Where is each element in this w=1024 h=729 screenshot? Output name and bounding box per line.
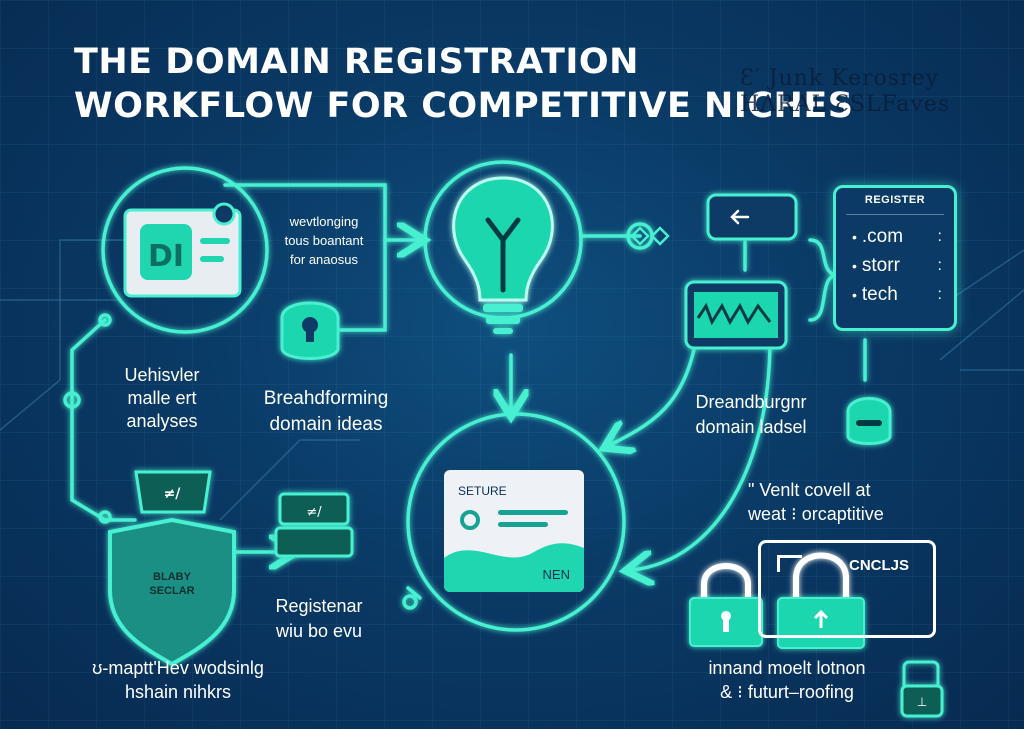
register-panel: REGISTER .com storr tech : : : bbox=[833, 185, 957, 331]
future-label-2: & ⁝ futurt–roofing bbox=[720, 682, 854, 702]
monitor-icon: DI bbox=[123, 202, 242, 298]
svg-text:DI: DI bbox=[148, 239, 184, 274]
cnclis-label: CNCLJS bbox=[849, 557, 910, 574]
secure-card: SETURE NEN bbox=[444, 470, 584, 592]
shield-text-1: BLABY bbox=[153, 571, 191, 583]
shield-label-2: hshain nihkrs bbox=[124, 682, 232, 702]
chart-corner-icon bbox=[777, 555, 802, 572]
shield-text: BLABY SECLAR bbox=[130, 570, 214, 598]
market-label-1: Uehisvler bbox=[124, 365, 200, 385]
title-line-2: WORKFLOW FOR COMPETITIVE NICHES bbox=[74, 86, 854, 126]
future-label-1: innand moelt lotnon bbox=[708, 658, 866, 678]
register-divider bbox=[846, 214, 944, 215]
brainstorm-frame-text: wevtlonging tous boantant for anaosus bbox=[270, 212, 378, 269]
shield-text-2: SECLAR bbox=[149, 585, 195, 597]
frame-text-2: tous boantant bbox=[284, 233, 364, 248]
padlock-icon bbox=[280, 301, 340, 360]
vent-label-2: weat ⁝ orcaptitive bbox=[748, 504, 884, 524]
svg-text:≠/: ≠/ bbox=[164, 486, 182, 502]
market-label-2: malle ert bbox=[127, 388, 197, 408]
badge-icon: ≠/ bbox=[134, 470, 212, 514]
svg-text:≠/: ≠/ bbox=[306, 505, 322, 520]
cnclis-panel: CNCLJS bbox=[758, 540, 936, 638]
register-heading: REGISTER bbox=[864, 194, 926, 206]
lightbulb-icon bbox=[452, 176, 554, 334]
vent-label: " Venlt covell at weat ⁝ orcaptitive bbox=[748, 478, 958, 526]
market-label: Uehisvler malle ert analyses bbox=[104, 364, 220, 433]
brainstorm-label-1: Breahdforming bbox=[263, 388, 389, 409]
brainstorm-circle bbox=[101, 166, 269, 334]
small-padlock-icon: ⊥ bbox=[900, 660, 944, 718]
padlock-left-icon bbox=[689, 563, 763, 647]
secure-card-heading: SETURE bbox=[458, 484, 507, 498]
tld-option-com[interactable]: .com bbox=[852, 226, 903, 248]
future-label: innand moelt lotnon & ⁝ futurt–roofing bbox=[676, 656, 898, 704]
branding-label-1: Dreandburgnr bbox=[695, 392, 807, 412]
dot-marker: : bbox=[937, 257, 942, 274]
server-icon bbox=[846, 397, 892, 445]
registrar-label: Registenar wiu bo evu bbox=[244, 594, 394, 644]
dot-marker: : bbox=[937, 228, 942, 245]
branding-label-2: domain ladsel bbox=[695, 417, 807, 437]
dot-marker: : bbox=[937, 286, 942, 303]
frame-text-3: for anaosus bbox=[290, 252, 358, 267]
registrar-label-1: Registenar bbox=[275, 596, 363, 616]
branding-label: Dreandburgnr domain ladsel bbox=[676, 390, 826, 440]
registrar-label-2: wiu bo evu bbox=[275, 621, 363, 641]
page-title: THE DOMAIN REGISTRATION WORKFLOW FOR COM… bbox=[74, 40, 853, 128]
branding-screen-icon bbox=[684, 280, 788, 350]
storage-icon: ≠/ bbox=[274, 492, 354, 558]
secure-card-footer: NEN bbox=[542, 567, 570, 582]
brainstorm-frame bbox=[223, 183, 387, 332]
title-line-1: THE DOMAIN REGISTRATION bbox=[74, 42, 639, 82]
noise-line-2: HɅRAL ƐSLFaves bbox=[740, 92, 951, 117]
center-circle bbox=[406, 412, 626, 632]
frame-text-1: wevtlonging bbox=[289, 214, 359, 229]
background-noise-text: Ɛ′ Junk Kerosrey HɅRAL ƐSLFaves bbox=[740, 66, 950, 118]
svg-text:⊥: ⊥ bbox=[917, 695, 927, 709]
market-label-3: analyses bbox=[126, 411, 198, 431]
shield-icon bbox=[108, 517, 236, 667]
shield-label: ʊ-maptt'Hev wodsinlg hshain nihkrs bbox=[38, 656, 318, 704]
shield-label-1: ʊ-maptt'Hev wodsinlg bbox=[92, 658, 264, 678]
radio-icon bbox=[460, 510, 480, 530]
card-line bbox=[498, 510, 568, 515]
left-loop-connector bbox=[70, 318, 137, 522]
back-arrow-icon bbox=[706, 193, 798, 241]
noise-line-1: Ɛ′ Junk Kerosrey bbox=[740, 66, 940, 91]
gear-icon bbox=[630, 226, 670, 246]
background-lines bbox=[0, 239, 1024, 521]
brainstorm-label: Breahdforming domain ideas bbox=[236, 386, 416, 438]
card-line bbox=[498, 522, 548, 527]
tld-option-storr[interactable]: storr bbox=[852, 255, 900, 277]
vent-label-1: " Venlt covell at bbox=[748, 480, 871, 500]
tld-option-tech[interactable]: tech bbox=[852, 284, 898, 306]
wave-icon bbox=[444, 543, 584, 592]
brainstorm-label-2: domain ideas bbox=[269, 414, 383, 435]
